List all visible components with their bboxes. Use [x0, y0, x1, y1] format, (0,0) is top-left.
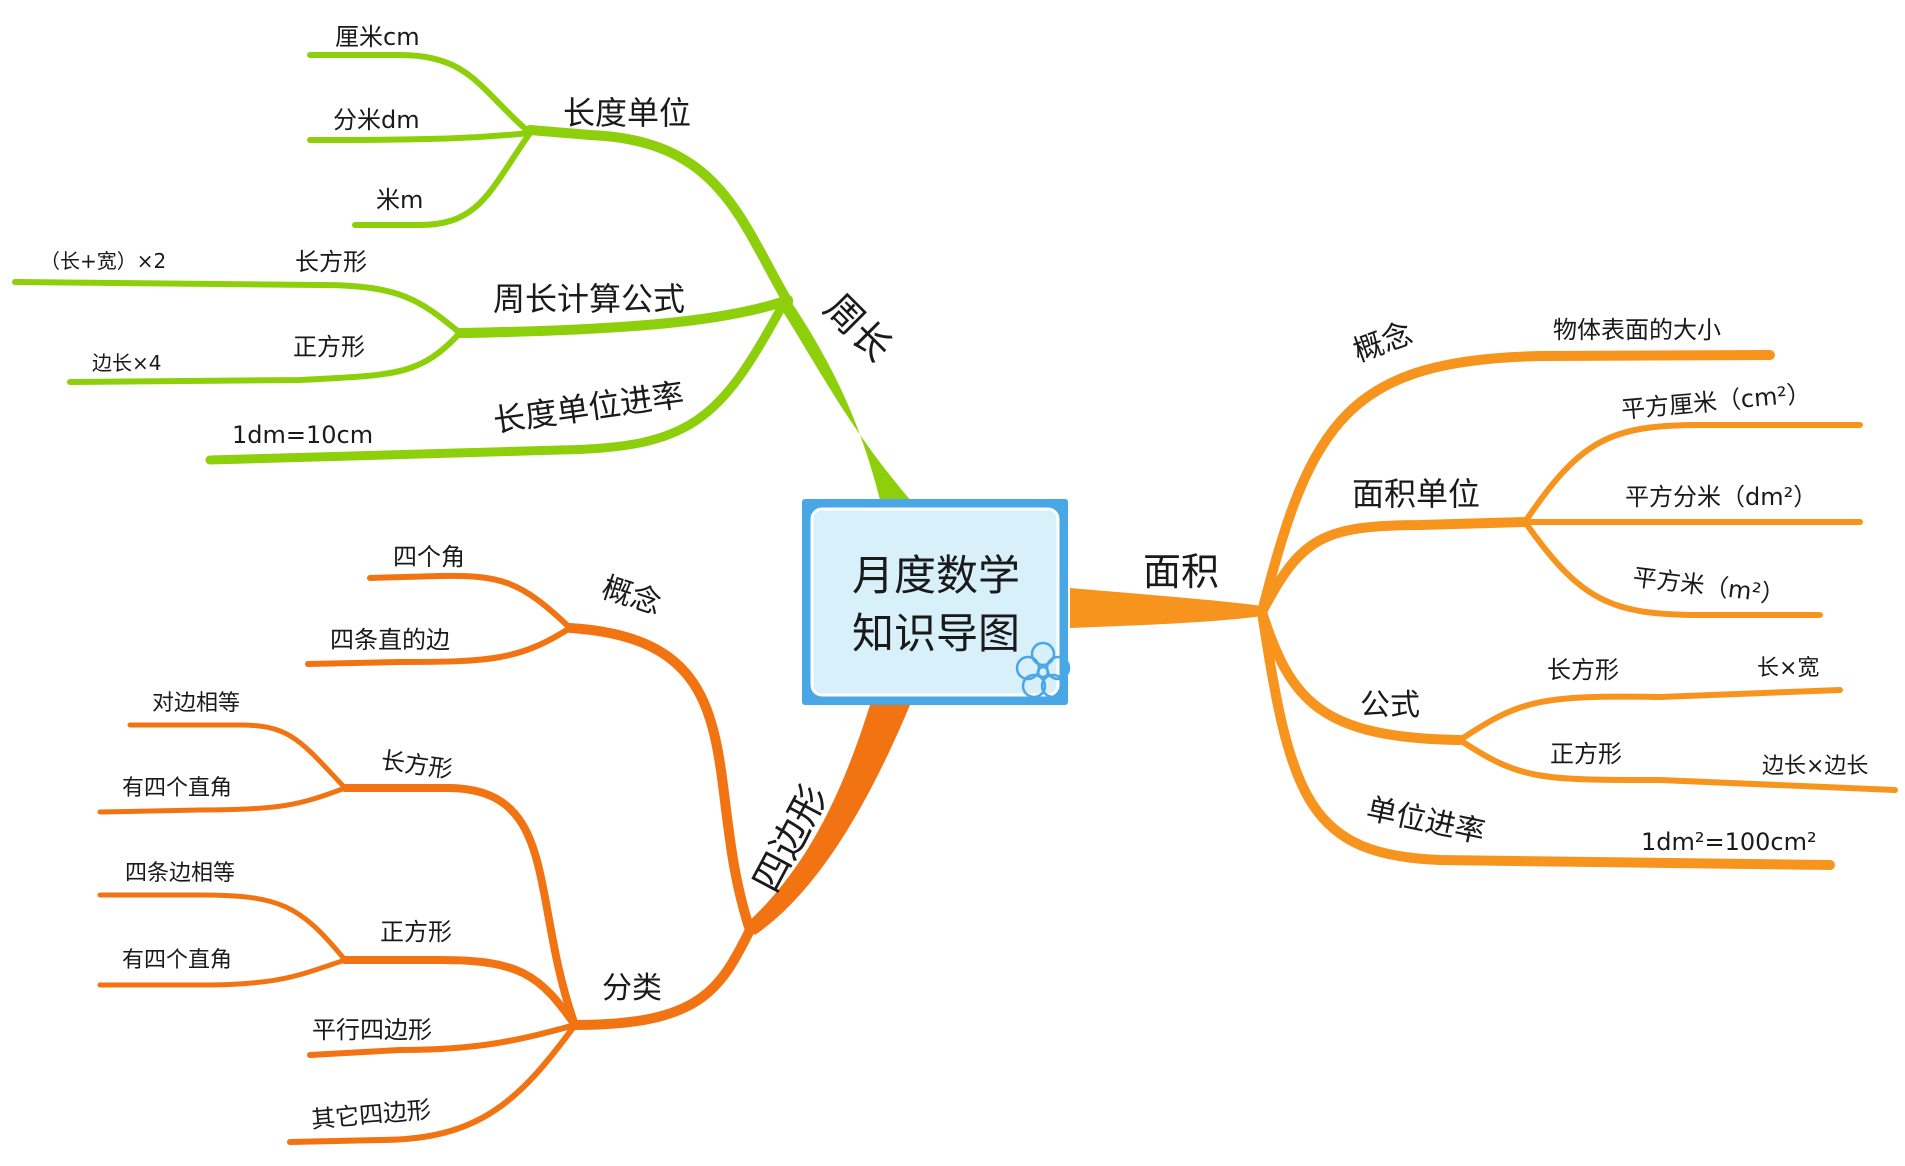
quadrilateral-main-branch: [745, 705, 910, 935]
quad-square-four-right-angles[interactable]: 有四个直角: [122, 948, 232, 973]
branch-leaf-opposite-equal: [127, 722, 348, 791]
branch-leaf-area-rect: [1457, 687, 1843, 743]
quad-other[interactable]: 其它四边形: [310, 1096, 432, 1134]
area-units-label[interactable]: 面积单位: [1352, 475, 1480, 513]
branch-length-units: [525, 125, 793, 307]
length-unit-dm[interactable]: 分米dm: [333, 106, 420, 134]
area-formula-rect-label[interactable]: 长方形: [1547, 656, 1619, 684]
length-units-label[interactable]: 长度单位: [563, 94, 691, 132]
area-main-branch: [1070, 588, 1262, 628]
perimeter-square-value[interactable]: 边长×4: [92, 351, 161, 375]
branch-leaf-four-angles: [367, 572, 573, 631]
quad-classification-label[interactable]: 分类: [602, 971, 662, 1006]
quad-concept-label[interactable]: 概念: [598, 570, 666, 622]
branch-leaf-rect: [12, 279, 463, 336]
area-concept-value[interactable]: 物体表面的大小: [1553, 316, 1721, 344]
area-formula-rect-value[interactable]: 长×宽: [1757, 656, 1819, 681]
quadrilateral-branches: [97, 572, 910, 1145]
perimeter-main-branch: [780, 300, 912, 502]
center-title-line2: 知识导图: [852, 609, 1020, 658]
length-unit-m[interactable]: 米m: [376, 186, 423, 214]
branch-parallelogram: [307, 1022, 578, 1058]
quad-rect-opposite-equal[interactable]: 对边相等: [152, 691, 240, 716]
branch-quad-concept: [565, 623, 755, 935]
branch-leaf-four-sides: [305, 625, 573, 667]
perimeter-square-label[interactable]: 正方形: [293, 333, 365, 361]
quad-parallelogram[interactable]: 平行四边形: [312, 1016, 432, 1044]
branch-area-units: [1257, 517, 1530, 617]
branch-leaf-four-right-angles-2: [97, 957, 348, 988]
quad-concept-four-sides[interactable]: 四条直的边: [330, 626, 450, 654]
area-branches: [1070, 350, 1898, 870]
conversion-label[interactable]: 长度单位进率: [491, 376, 686, 440]
branch-quad-classification: [570, 925, 755, 1030]
center-topic[interactable]: [802, 499, 1068, 705]
branch-formula: [455, 295, 793, 338]
perimeter-label[interactable]: 周长: [816, 285, 901, 370]
branch-leaf-four-sides-equal: [97, 892, 348, 963]
branch-leaf-cm: [307, 52, 533, 136]
quad-rect-label[interactable]: 长方形: [379, 746, 454, 784]
branch-leaf-area-square: [1457, 737, 1898, 793]
branch-leaf-cm2: [1522, 422, 1863, 525]
center-title-line1: 月度数学: [852, 551, 1020, 600]
quad-rect-four-right-angles[interactable]: 有四个直角: [122, 776, 232, 801]
perimeter-branches: [12, 52, 912, 502]
branch-area-conversion: [1257, 607, 1835, 870]
area-formula-label[interactable]: 公式: [1360, 688, 1420, 723]
branch-square-class: [341, 956, 579, 1029]
quad-square-four-sides-equal[interactable]: 四条边相等: [125, 861, 235, 886]
branch-conversion: [205, 305, 785, 465]
branch-area-formula: [1257, 607, 1465, 745]
formula-label[interactable]: 周长计算公式: [493, 280, 685, 318]
flower-icon: [1015, 641, 1071, 699]
perimeter-rectangle-value[interactable]: （长+宽）×2: [40, 249, 166, 273]
area-formula-square-label[interactable]: 正方形: [1550, 740, 1622, 768]
conversion-value[interactable]: 1dm=10cm: [232, 421, 373, 449]
quad-square-label[interactable]: 正方形: [380, 918, 452, 946]
branch-area-concept: [1257, 350, 1775, 617]
branch-leaf-m: [352, 130, 533, 228]
area-conversion-value[interactable]: 1dm²=100cm²: [1641, 828, 1817, 856]
quad-concept-four-angles[interactable]: 四个角: [393, 543, 465, 571]
branch-other: [287, 1022, 578, 1145]
area-unit-dm2[interactable]: 平方分米（dm²）: [1625, 483, 1817, 511]
area-conversion-label[interactable]: 单位进率: [1363, 792, 1488, 851]
branch-leaf-four-right-angles-1: [97, 785, 348, 815]
area-unit-cm2[interactable]: 平方厘米（cm²）: [1620, 380, 1812, 424]
branch-leaf-m2: [1522, 519, 1823, 618]
area-unit-m2[interactable]: 平方米（m²）: [1631, 563, 1786, 609]
branch-rect-class: [341, 784, 579, 1029]
length-unit-cm[interactable]: 厘米cm: [335, 23, 420, 51]
area-concept-label[interactable]: 概念: [1349, 316, 1417, 369]
center-topic-inner: [810, 507, 1060, 697]
branch-leaf-square: [67, 330, 463, 385]
perimeter-rectangle-label[interactable]: 长方形: [295, 248, 367, 276]
branch-leaf-dm: [307, 130, 533, 143]
area-formula-square-value[interactable]: 边长×边长: [1762, 754, 1868, 779]
area-label[interactable]: 面积: [1143, 550, 1219, 594]
